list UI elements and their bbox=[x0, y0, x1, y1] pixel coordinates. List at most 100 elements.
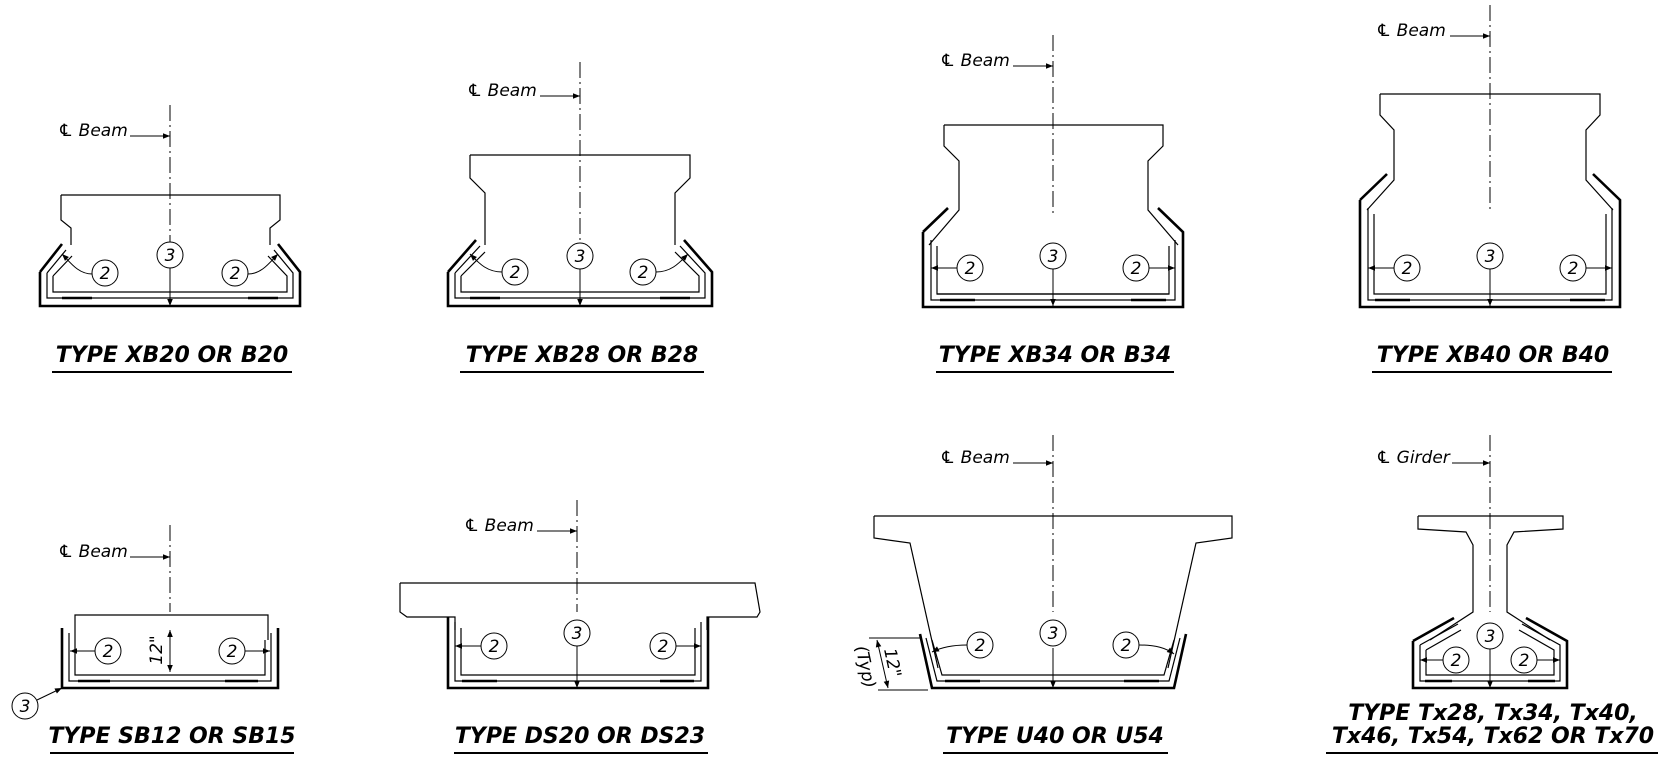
centerline-label: ℄ Beam bbox=[940, 51, 1010, 71]
centerline-label: ℄ Beam bbox=[58, 121, 128, 141]
callout-number: 2 bbox=[1519, 651, 1530, 671]
cap-rebar-inner bbox=[460, 251, 700, 293]
section-title: TYPE U40 OR U54 bbox=[946, 724, 1164, 749]
callout-bubble bbox=[156, 241, 184, 269]
callout-bubble bbox=[563, 619, 591, 647]
section-title-line1: TYPE Tx28, Tx34, Tx40, bbox=[1348, 701, 1638, 726]
dimension-text: 12" bbox=[879, 646, 905, 679]
cap-rebar-inner bbox=[74, 640, 266, 676]
callout-number: 2 bbox=[100, 264, 111, 284]
callout-bubble bbox=[649, 632, 677, 660]
callout-bubble bbox=[566, 242, 594, 270]
callout-bubble bbox=[218, 637, 246, 665]
section-xb20: ℄ Beam 2 3 2 TYPE XB20 OR B20 bbox=[38, 105, 302, 373]
section-title: TYPE XB28 OR B28 bbox=[466, 343, 698, 368]
cap-rebar-outer bbox=[446, 617, 710, 690]
callout-bubble bbox=[956, 254, 984, 282]
callout-leader bbox=[469, 253, 503, 273]
section-sb12: ℄ Beam 12" 2 2 3 TYPE SB12 OR SB15 bbox=[11, 525, 296, 754]
centerline-label: ℄ Beam bbox=[940, 448, 1010, 468]
section-title: TYPE XB34 OR B34 bbox=[939, 343, 1171, 368]
callout-bubble bbox=[966, 631, 994, 659]
centerline-label: ℄ Girder bbox=[1376, 448, 1451, 468]
callout-leader bbox=[247, 253, 279, 275]
callout-number: 2 bbox=[1121, 636, 1132, 656]
beam-outline bbox=[74, 614, 269, 640]
cap-rebar-outer bbox=[921, 207, 1185, 309]
callout-number: 2 bbox=[638, 263, 649, 283]
dimension-note: (Typ) bbox=[851, 644, 880, 690]
callout-bubble bbox=[1559, 254, 1587, 282]
centerline-label: ℄ Beam bbox=[467, 81, 537, 101]
callout-number: 3 bbox=[575, 247, 586, 267]
section-u40: ℄ Beam 12" (Typ) 2 3 2 TYPE U40 OR U54 bbox=[851, 435, 1233, 754]
callout-bubble bbox=[1039, 619, 1067, 647]
callout-number: 2 bbox=[489, 637, 500, 657]
cap-rebar-middle bbox=[68, 633, 272, 682]
section-title: TYPE XB20 OR B20 bbox=[56, 343, 288, 368]
callout-leader bbox=[36, 687, 63, 701]
section-title: TYPE DS20 OR DS23 bbox=[455, 724, 705, 749]
section-xb40: ℄ Beam 2 3 2 TYPE XB40 OR B40 bbox=[1358, 5, 1622, 373]
callout-bubble bbox=[94, 637, 122, 665]
dimension-text: 12" bbox=[147, 635, 167, 664]
cap-rebar-inner bbox=[1425, 629, 1555, 676]
callout-leader bbox=[931, 644, 968, 653]
callout-bubble bbox=[1510, 646, 1538, 674]
callout-number: 2 bbox=[965, 259, 976, 279]
cap-rebar-middle bbox=[1419, 623, 1561, 682]
callout-bubble bbox=[1476, 242, 1504, 270]
centerline-label: ℄ Beam bbox=[58, 542, 128, 562]
beam-outline bbox=[928, 124, 1179, 246]
cap-rebar-middle bbox=[46, 249, 294, 299]
callout-number: 3 bbox=[20, 697, 31, 717]
cap-rebar-inner bbox=[460, 628, 696, 676]
centerline-label: ℄ Beam bbox=[464, 516, 534, 536]
callout-number: 3 bbox=[1485, 247, 1496, 267]
callout-number: 3 bbox=[1048, 247, 1059, 267]
callout-number: 3 bbox=[572, 624, 583, 644]
beam-outline bbox=[60, 194, 281, 245]
section-title-line2: Tx46, Tx54, Tx62 OR Tx70 bbox=[1332, 724, 1654, 749]
callout-number: 2 bbox=[230, 264, 241, 284]
section-title: TYPE SB12 OR SB15 bbox=[48, 724, 295, 749]
callout-leader bbox=[1138, 644, 1175, 655]
section-ds20: ℄ Beam 2 3 2 TYPE DS20 OR DS23 bbox=[399, 500, 761, 754]
callout-bubble bbox=[1476, 622, 1504, 650]
dimension-line bbox=[875, 639, 890, 689]
u-beam-outline bbox=[873, 515, 1233, 669]
callout-number: 2 bbox=[227, 642, 238, 662]
beam-outline bbox=[469, 154, 691, 245]
callout-bubble bbox=[1393, 254, 1421, 282]
callout-number: 3 bbox=[1048, 624, 1059, 644]
centerline-label: ℄ Beam bbox=[1376, 21, 1446, 41]
callout-number: 2 bbox=[1568, 259, 1579, 279]
callout-leader bbox=[655, 253, 689, 273]
callout-number: 2 bbox=[510, 263, 521, 283]
callout-bubble bbox=[1112, 631, 1140, 659]
callout-bubble bbox=[221, 259, 249, 287]
cap-rebar-outer bbox=[38, 243, 302, 308]
section-tx: ℄ Girder 3 2 2 TYPE Tx28, Tx34, Tx40, Tx… bbox=[1326, 435, 1658, 754]
callout-number: 2 bbox=[1131, 259, 1142, 279]
callout-bubble bbox=[629, 258, 657, 286]
callout-number: 2 bbox=[658, 637, 669, 657]
cap-rebar-outer bbox=[1411, 616, 1569, 690]
section-title: TYPE XB40 OR B40 bbox=[1377, 343, 1609, 368]
cap-rebar-outer bbox=[60, 628, 280, 690]
callout-bubble bbox=[91, 259, 119, 287]
callout-number: 3 bbox=[165, 246, 176, 266]
callout-number: 2 bbox=[975, 636, 986, 656]
callout-bubble bbox=[480, 632, 508, 660]
callout-leader bbox=[61, 253, 93, 275]
girder-outline bbox=[1417, 515, 1564, 641]
callout-number: 2 bbox=[103, 642, 114, 662]
cap-rebar-outer bbox=[446, 239, 714, 308]
callout-bubble bbox=[501, 258, 529, 286]
callout-number: 2 bbox=[1451, 651, 1462, 671]
cap-rebar-outer bbox=[1358, 173, 1622, 309]
callout-bubble bbox=[1039, 242, 1067, 270]
cap-rebar-middle bbox=[454, 245, 706, 299]
callout-number: 2 bbox=[1402, 259, 1413, 279]
